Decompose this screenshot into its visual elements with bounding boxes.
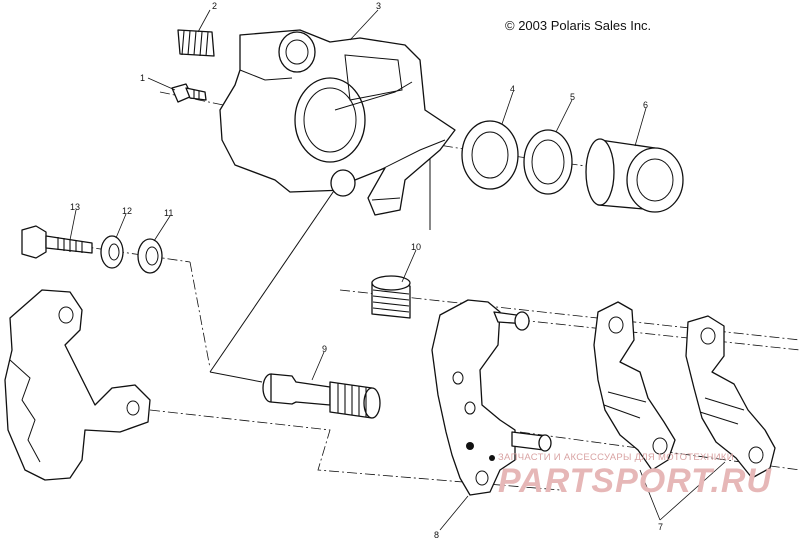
part-11-washer xyxy=(137,238,163,274)
callout-11: 11 xyxy=(164,208,173,218)
part-9-guide-pin xyxy=(262,373,381,419)
callout-13: 13 xyxy=(70,202,80,212)
part-6-piston xyxy=(585,138,684,213)
part-8-pad-plate xyxy=(431,299,552,496)
part-7-brake-pad-rear xyxy=(685,315,776,479)
watermark-brand: PARTSPORT.RU xyxy=(498,462,772,500)
part-10-bushing xyxy=(371,275,411,319)
part-2-plug xyxy=(177,29,215,57)
part-5-seal xyxy=(523,129,573,195)
copyright-text: © 2003 Polaris Sales Inc. xyxy=(505,18,651,33)
callout-4: 4 xyxy=(510,84,515,94)
callout-9: 9 xyxy=(322,344,327,354)
callout-6: 6 xyxy=(643,100,648,110)
watermark-tagline: ЗАПЧАСТИ И АКСЕССУАРЫ ДЛЯ МОТОТЕХНИКИ xyxy=(498,452,734,463)
callout-8: 8 xyxy=(434,530,439,539)
callout-5: 5 xyxy=(570,92,575,102)
part-12-washer xyxy=(100,235,124,269)
part-7-brake-pad-front xyxy=(593,301,676,471)
callout-10: 10 xyxy=(411,242,421,252)
callout-1: 1 xyxy=(140,73,145,83)
part-13-bolt xyxy=(21,225,93,259)
callout-labels: 2 3 1 4 5 6 13 12 11 10 9 8 7 xyxy=(70,1,663,539)
callout-3: 3 xyxy=(376,1,381,11)
mounting-bracket xyxy=(4,289,151,481)
callout-2: 2 xyxy=(212,1,217,11)
callout-12: 12 xyxy=(122,206,132,216)
part-1-bleed-screw xyxy=(171,83,207,103)
caliper-body xyxy=(219,29,456,216)
callout-7: 7 xyxy=(658,522,663,532)
watermark: ЗАПЧАСТИ И АКСЕССУАРЫ ДЛЯ МОТОТЕХНИКИ PA… xyxy=(498,452,772,500)
leader-lines xyxy=(69,9,726,531)
part-4-seal xyxy=(461,120,519,190)
